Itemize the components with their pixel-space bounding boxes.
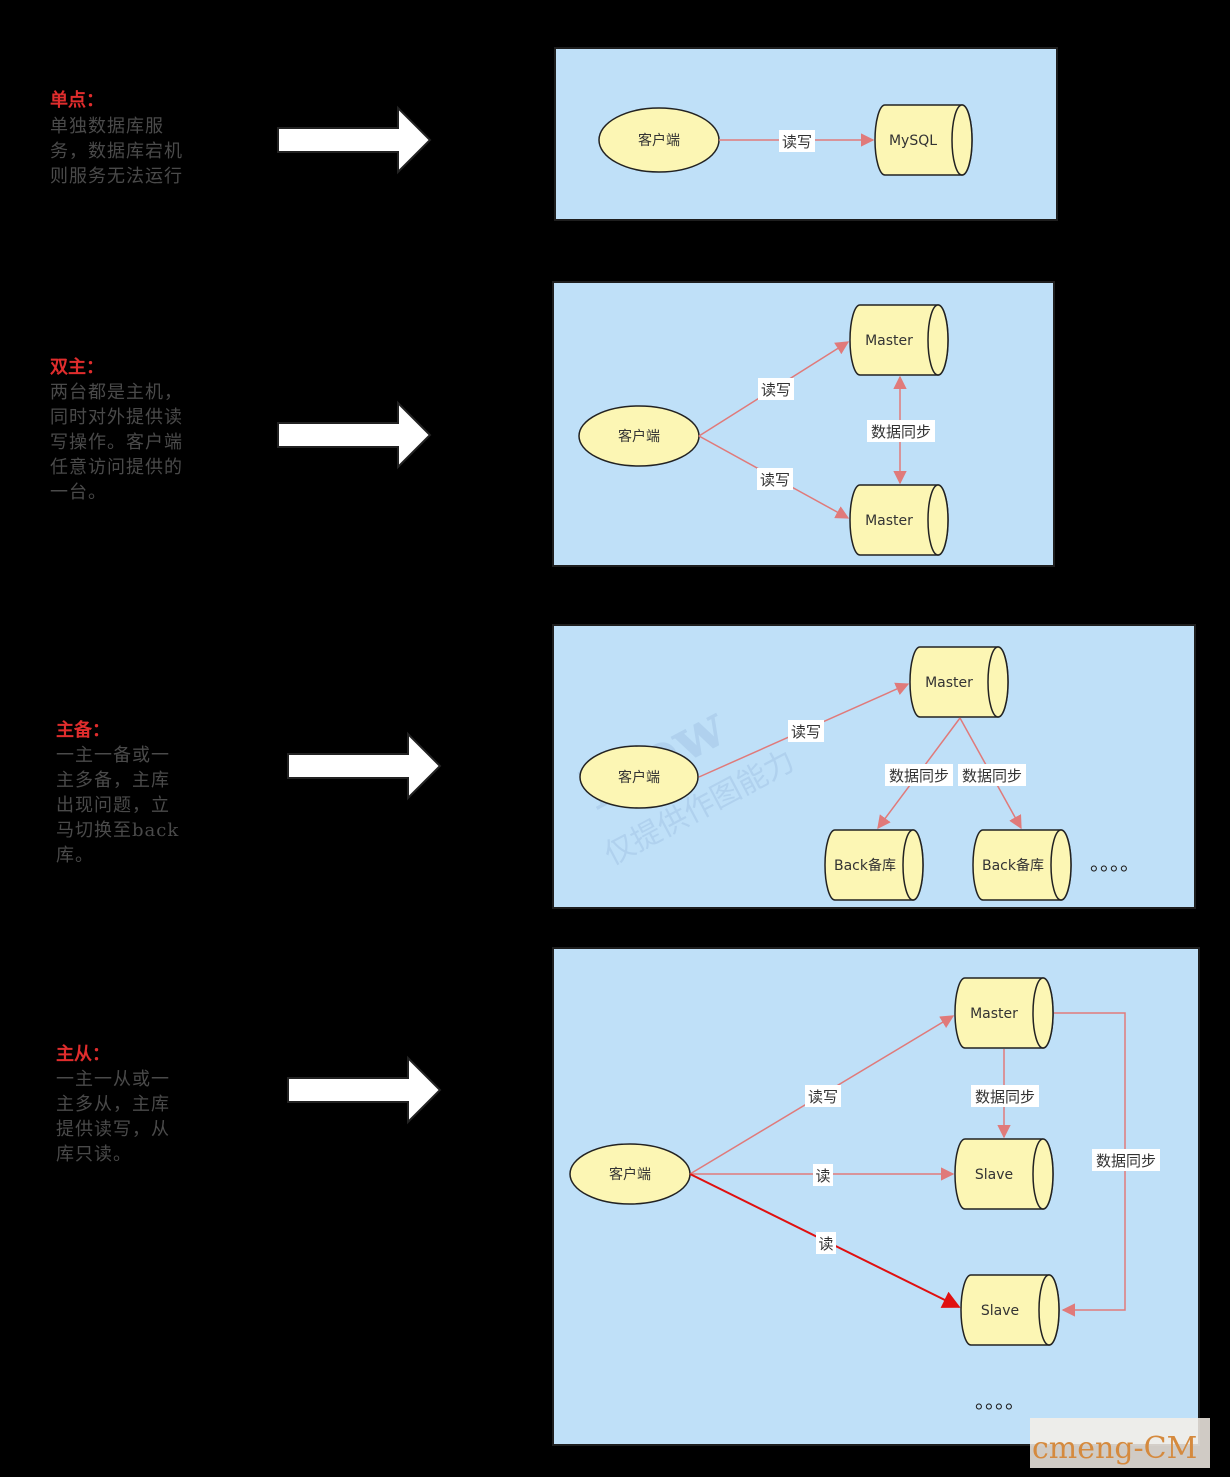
more-ellipsis: 。。。。 — [975, 1389, 1025, 1413]
backup-cylinder — [972, 829, 1072, 901]
section-title: 单点： — [50, 89, 104, 111]
master-label: Master — [970, 1006, 1018, 1022]
section-desc-line: 马切换至back — [56, 820, 179, 841]
more-ellipsis: 。。。。 — [1090, 851, 1140, 875]
section-desc-line: 一台。 — [50, 482, 107, 503]
edge-label-bg — [805, 1085, 841, 1107]
edge-label-bg — [885, 764, 953, 786]
section-desc-line: 务，数据库宕机 — [50, 141, 183, 162]
big-arrow-icon — [287, 731, 442, 801]
backup-label: Back备库 — [982, 857, 1044, 874]
section-master-backup: 主备： 一主一备或一 主多备，主库 出现问题，立 马切换至back 库。 Flo… — [56, 624, 1196, 909]
section-desc-line: 主多备，主库 — [56, 770, 170, 791]
master-cylinder — [909, 646, 1009, 718]
section-desc-line: 单独数据库服 — [50, 116, 164, 137]
backup-cylinder — [824, 829, 924, 901]
edge-label: 读 — [818, 1235, 833, 1253]
master-cylinder — [849, 484, 949, 556]
watermark-corner: cmeng-CM — [1032, 1431, 1197, 1466]
edge-label-bg — [867, 420, 935, 442]
slave-label: Slave — [975, 1167, 1013, 1183]
section-desc-line: 库。 — [56, 845, 94, 866]
section-desc-line: 任意访问提供的 — [50, 457, 183, 478]
edge-label-bg — [813, 1164, 833, 1186]
edge-label: 数据同步 — [889, 767, 949, 785]
slave-cylinder — [954, 1138, 1054, 1210]
section-desc-line: 一主一从或一 — [56, 1069, 170, 1090]
section-title: 双主： — [50, 356, 104, 378]
edge-label: 读写 — [761, 381, 791, 399]
client-label: 客户端 — [618, 769, 660, 786]
section-title: 主备： — [56, 719, 110, 741]
edge-label: 读写 — [808, 1088, 838, 1106]
edge-label-bg — [757, 468, 793, 490]
slave-label: Slave — [981, 1303, 1019, 1319]
client-node — [579, 745, 699, 809]
big-arrow-icon — [277, 400, 432, 470]
edge-label-bg — [758, 378, 794, 400]
section-desc-line: 写操作。客户端 — [50, 432, 183, 453]
edge-label: 读写 — [791, 723, 821, 741]
section-desc-line: 提供读写，从 — [56, 1119, 170, 1140]
edge-label: 读写 — [782, 133, 812, 151]
watermark-bg — [1030, 1418, 1210, 1468]
edge-label-bg — [788, 720, 824, 742]
section-desc-line: 两台都是主机， — [50, 382, 183, 403]
section-dual-master: 双主： 两台都是主机， 同时对外提供读 写操作。客户端 任意访问提供的 一台。 … — [50, 281, 1055, 567]
section-desc-line: 库只读。 — [56, 1144, 132, 1165]
client-label: 客户端 — [609, 1166, 651, 1183]
section-title: 主从： — [56, 1043, 110, 1065]
section-desc-line: 主多从，主库 — [56, 1094, 170, 1115]
edge-label-bg — [816, 1232, 836, 1254]
edge-label: 数据同步 — [975, 1088, 1035, 1106]
edge-label: 读写 — [760, 471, 790, 489]
section-master-slave: 主从： 一主一从或一 主多从，主库 提供读写，从 库只读。 客户端 Master… — [56, 947, 1200, 1446]
edge-label-bg — [971, 1085, 1039, 1107]
section-desc-line: 则服务无法运行 — [50, 166, 183, 187]
edge-label-bg — [1092, 1149, 1160, 1171]
big-arrow-icon — [277, 105, 432, 175]
edge-label-bg — [779, 130, 815, 152]
master-label: Master — [865, 333, 913, 349]
master-label: Master — [865, 513, 913, 529]
backup-label: Back备库 — [834, 857, 896, 874]
mysql-cylinder — [874, 104, 973, 176]
master-label: Master — [925, 675, 973, 691]
section-desc-line: 出现问题，立 — [56, 795, 170, 816]
client-label: 客户端 — [638, 132, 680, 149]
master-cylinder — [849, 304, 949, 376]
section-single: 单点： 单独数据库服 务，数据库宕机 则服务无法运行 客户端 MySQL 读写 — [50, 47, 1058, 221]
edge-label: 数据同步 — [962, 767, 1022, 785]
slave-cylinder — [960, 1274, 1060, 1346]
mysql-label: MySQL — [889, 133, 937, 149]
client-label: 客户端 — [618, 428, 660, 445]
master-cylinder — [954, 977, 1054, 1049]
edge-label: 数据同步 — [1096, 1152, 1156, 1170]
section-desc-line: 同时对外提供读 — [50, 407, 183, 428]
edge-label: 数据同步 — [871, 423, 931, 441]
big-arrow-icon — [287, 1055, 442, 1125]
edge-label-bg — [958, 764, 1026, 786]
section-desc-line: 一主一备或一 — [56, 745, 170, 766]
edge-label: 读 — [815, 1167, 830, 1185]
